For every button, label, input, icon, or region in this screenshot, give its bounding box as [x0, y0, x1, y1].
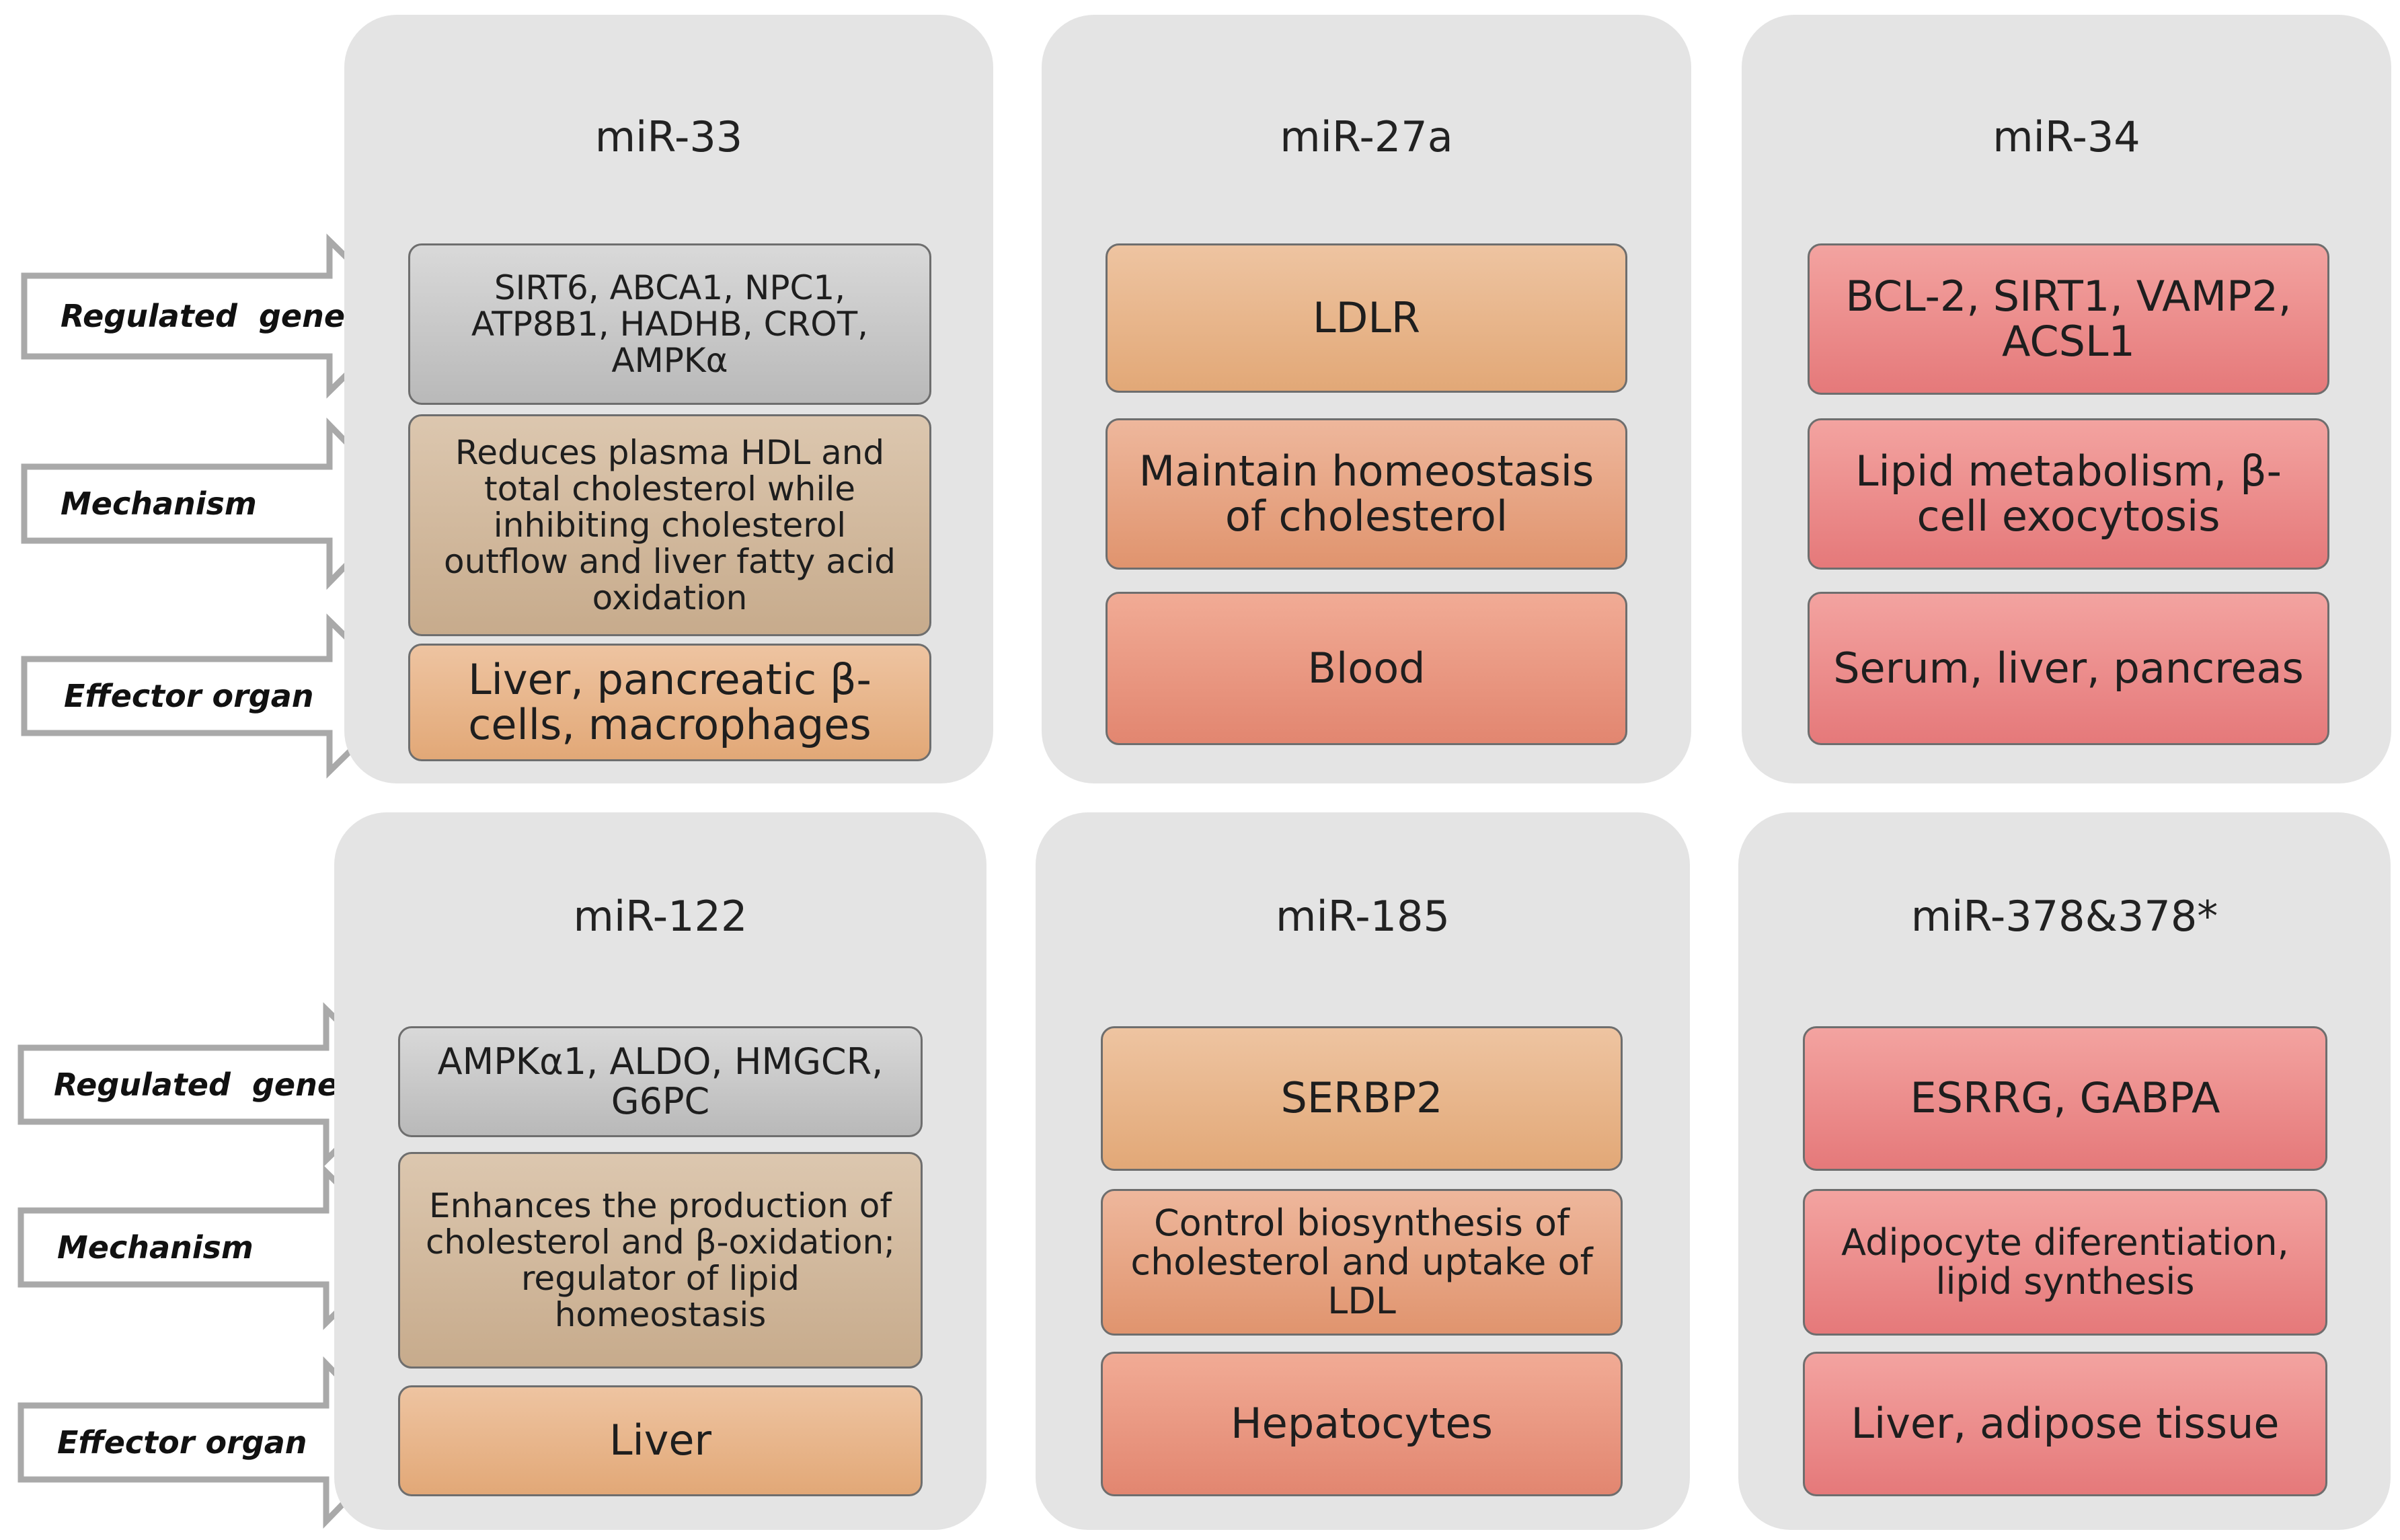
mechanism-box: Control biosynthesis of cholesterol and …	[1101, 1189, 1623, 1336]
arrow-label: Effector organ	[64, 678, 314, 714]
effector-organ-box: Liver	[398, 1385, 923, 1496]
regulated-gene-box: SIRT6, ABCA1, NPC1, ATP8B1, HADHB, CROT,…	[408, 243, 931, 405]
effector-organ-box: Liver, pancreatic β-cells, macrophages	[408, 644, 931, 761]
arrow-label: Regulated gene	[61, 298, 346, 334]
panel-title: miR-27a	[1280, 112, 1453, 161]
mechanism-box: Adipocyte diferentiation, lipid synthesi…	[1803, 1189, 2327, 1336]
panel-title: miR-34	[1992, 112, 2140, 161]
panel-mir-185: miR-185 SERBP2 Control biosynthesis of c…	[1036, 812, 1690, 1530]
regulated-gene-box: ESRRG, GABPA	[1803, 1026, 2327, 1171]
panel-title: miR-122	[573, 892, 748, 941]
effector-organ-box: Hepatocytes	[1101, 1352, 1623, 1496]
mechanism-box: Maintain homeostasis of cholesterol	[1106, 418, 1627, 570]
arrow-label: Mechanism	[57, 1229, 254, 1266]
arrow-label: Regulated gene	[54, 1067, 339, 1103]
panel-mir-34: miR-34 BCL-2, SIRT1, VAMP2, ACSL1 Lipid …	[1742, 15, 2391, 783]
panel-title: miR-378&378*	[1910, 892, 2218, 941]
panel-mir-122: miR-122 AMPKα1, ALDO, HMGCR, G6PC Enhanc…	[334, 812, 986, 1530]
effector-organ-box: Liver, adipose tissue	[1803, 1352, 2327, 1496]
panel-mir-33: miR-33 SIRT6, ABCA1, NPC1, ATP8B1, HADHB…	[344, 15, 993, 783]
panel-mir-378: miR-378&378* ESRRG, GABPA Adipocyte dife…	[1738, 812, 2391, 1530]
arrow-label: Effector organ	[57, 1424, 307, 1461]
regulated-gene-box: BCL-2, SIRT1, VAMP2, ACSL1	[1808, 243, 2329, 395]
regulated-gene-box: AMPKα1, ALDO, HMGCR, G6PC	[398, 1026, 923, 1137]
regulated-gene-box: LDLR	[1106, 243, 1627, 393]
mechanism-box: Enhances the production of cholesterol a…	[398, 1152, 923, 1369]
panel-title: miR-185	[1276, 892, 1450, 941]
effector-organ-box: Blood	[1106, 592, 1627, 745]
effector-organ-box: Serum, liver, pancreas	[1808, 592, 2329, 745]
arrow-label: Mechanism	[61, 486, 257, 522]
mechanism-box: Reduces plasma HDL and total cholesterol…	[408, 414, 931, 636]
regulated-gene-box: SERBP2	[1101, 1026, 1623, 1171]
panel-mir-27a: miR-27a LDLR Maintain homeostasis of cho…	[1042, 15, 1691, 783]
panel-title: miR-33	[594, 112, 743, 161]
arrow-mechanism-top: Mechanism	[20, 417, 411, 590]
mechanism-box: Lipid metabolism, β-cell exocytosis	[1808, 418, 2329, 570]
